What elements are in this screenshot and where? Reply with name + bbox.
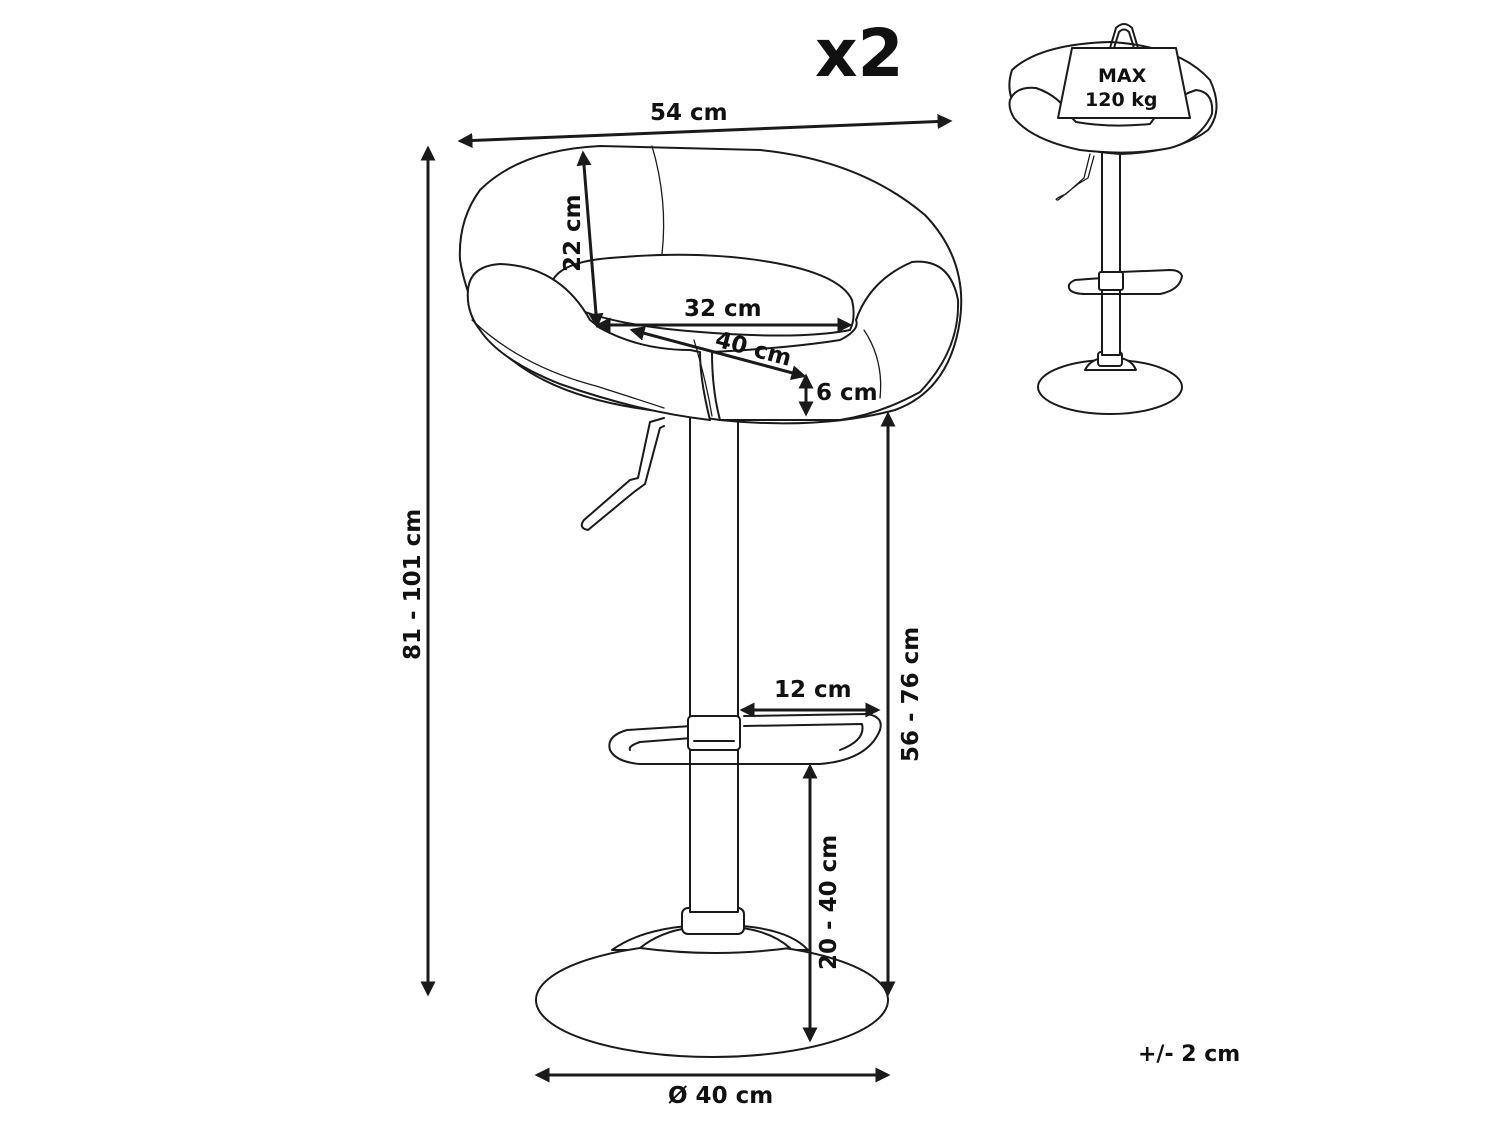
base-dome-front: [639, 927, 791, 954]
label-seat-width: 54 cm: [650, 100, 728, 126]
label-seat-height: 56 - 76 cm: [898, 627, 924, 762]
main-stool-drawing: [458, 145, 963, 1058]
thumb-lever: [1055, 153, 1095, 201]
right-armrest: [711, 260, 960, 421]
thumbnail-stool: MAX 120 kg: [1008, 23, 1218, 415]
label-seat-inner-width: 32 cm: [684, 296, 762, 322]
label-total-height: 81 - 101 cm: [400, 509, 426, 660]
column-lower: [689, 749, 739, 913]
height-lever: [580, 417, 665, 531]
weight-icon: [1057, 47, 1191, 119]
label-seat-thickness: 6 cm: [816, 380, 878, 406]
dimension-lines: [420, 114, 953, 1083]
max-load-value: 120 kg: [1085, 89, 1158, 111]
dim-seat-width-arrow: [457, 114, 953, 148]
max-label: MAX: [1098, 65, 1147, 87]
label-footrest-depth: 12 cm: [774, 677, 852, 703]
tolerance-label: +/- 2 cm: [1138, 1042, 1240, 1067]
footrest-ring: [608, 713, 882, 765]
thumb-column: [1101, 149, 1121, 356]
footrest-collar: [687, 715, 741, 751]
left-armrest: [466, 263, 711, 421]
quantity-label: x2: [815, 15, 904, 92]
weight-handle: [1109, 23, 1139, 49]
label-base-diameter: Ø 40 cm: [668, 1083, 773, 1109]
dimension-labels: x2 54 cm 81 - 101 cm 22 cm 32 cm 40 cm 6…: [400, 15, 1240, 1109]
label-back-height: 22 cm: [560, 194, 586, 272]
back-seam: [651, 145, 665, 255]
footrest-ring-inner: [628, 723, 864, 751]
column-upper: [689, 411, 739, 743]
dim-back-height-arrow: [576, 150, 604, 329]
label-footrest-height: 20 - 40 cm: [816, 835, 842, 970]
front-seam: [471, 319, 665, 409]
dim-seat-depth-arrow: [629, 325, 807, 381]
thumb-footrest: [1067, 269, 1183, 295]
